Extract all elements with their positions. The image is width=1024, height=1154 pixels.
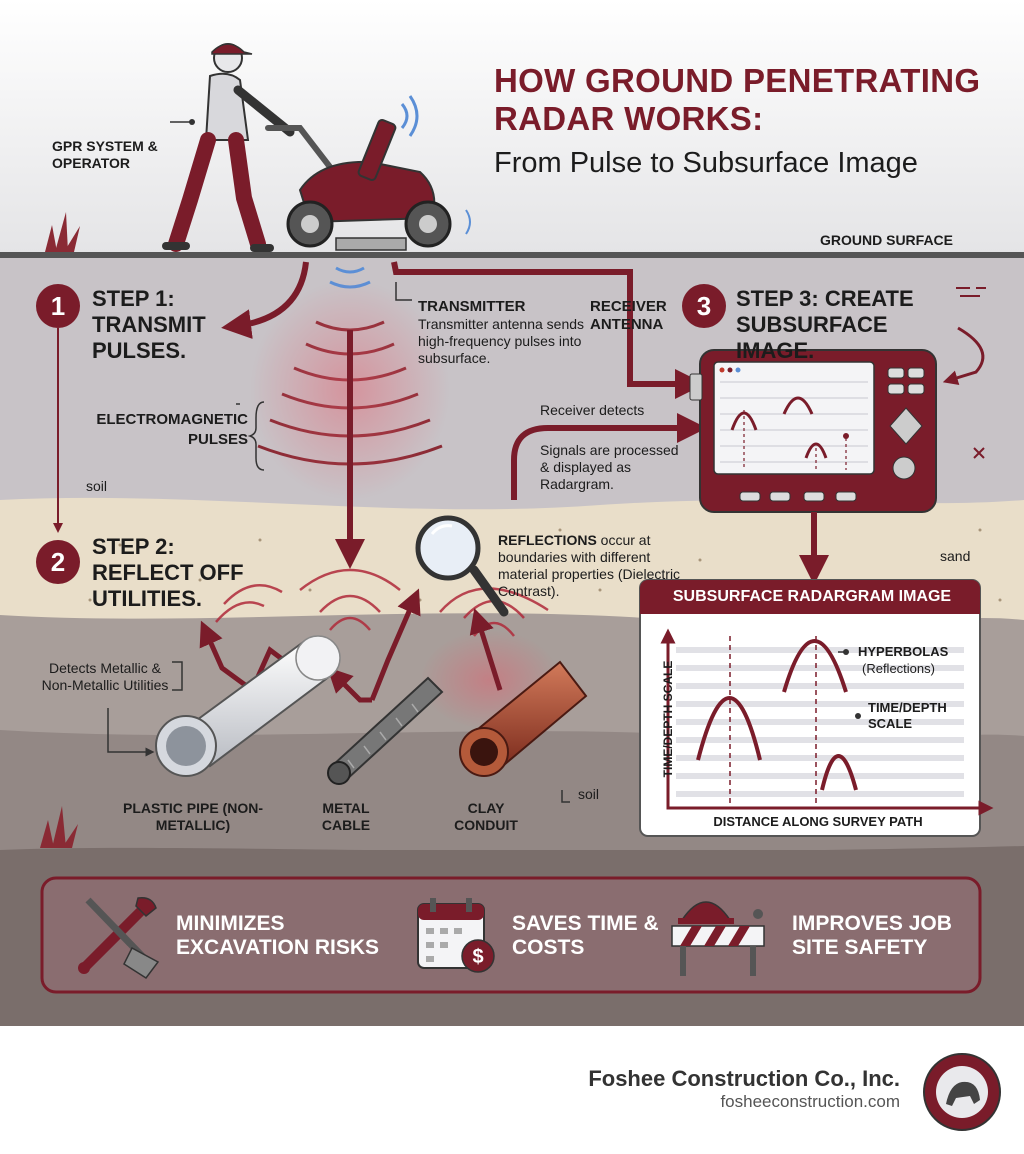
- signals-processed-label: Signals are processed & displayed as Rad…: [540, 442, 679, 492]
- operator-label: GPR SYSTEM & OPERATOR: [52, 138, 158, 171]
- ground-surface-label: GROUND SURFACE: [820, 232, 954, 248]
- step-2-label: STEP 2: REFLECT OFF UTILITIES.: [92, 534, 244, 611]
- metal-cable-label: METAL CABLE: [321, 800, 371, 833]
- plastic-pipe: [155, 635, 341, 777]
- step-1-label: STEP 1: TRANSMIT PULSES.: [92, 286, 206, 363]
- reflections-note: REFLECTIONS occur at boundaries with dif…: [498, 532, 688, 600]
- detects-utilities-label: Detects Metallic & Non-Metallic Utilitie…: [41, 660, 169, 693]
- svg-text:$: $: [472, 946, 483, 968]
- step-2-number: 2: [36, 540, 80, 584]
- radargram-title: SUBSURFACE RADARGRAM IMAGE: [672, 588, 952, 605]
- clay-conduit: [459, 660, 588, 777]
- benefit-job-site-safety: IMPROVES JOB SITE SAFETY: [792, 912, 952, 959]
- company-logo: [923, 1053, 1001, 1131]
- hyperbolas-sublabel: (Reflections): [862, 661, 935, 676]
- benefit-excavation-risks: MINIMIZES EXCAVATION RISKS: [176, 912, 380, 959]
- step-3-label: STEP 3: CREATE SUBSURFACE IMAGE.: [736, 286, 914, 363]
- receiver-detects-label: Receiver detects: [540, 402, 645, 418]
- wrench-shovel-icon: [78, 896, 160, 980]
- plastic-pipe-label: PLASTIC PIPE (NON-METALLIC): [122, 800, 263, 833]
- step-1-number: 1: [36, 284, 80, 328]
- clay-conduit-label: CLAY CONDUIT: [454, 800, 518, 833]
- gpr-cart: [265, 95, 471, 251]
- transmitter-description: Transmitter antenna sends high-frequency…: [418, 316, 585, 366]
- em-pulses-label: ELECTROMAGNETIC PULSES: [96, 411, 248, 448]
- page-title: HOW GROUND PENETRATING RADAR WORKS:: [494, 62, 981, 137]
- radargram-card: [639, 579, 994, 837]
- radargram-x-axis: DISTANCE ALONG SURVEY PATH: [713, 814, 923, 829]
- calendar-dollar-icon: $: [417, 898, 495, 973]
- metal-cable: [327, 676, 444, 785]
- operator-figure: [162, 43, 295, 252]
- step-3-number: 3: [682, 284, 726, 328]
- reflections-text: occur at boundaries with different mater…: [498, 532, 681, 599]
- company-url[interactable]: fosheeconstruction.com: [720, 1092, 900, 1111]
- transmitter-label: TRANSMITTER: [418, 298, 526, 315]
- soil-label-top: soil: [86, 478, 108, 494]
- benefit-time-costs: SAVES TIME & COSTS: [512, 912, 659, 959]
- company-name: Foshee Construction Co., Inc.: [588, 1066, 900, 1091]
- page-subtitle: From Pulse to Subsurface Image: [494, 147, 918, 179]
- hardhat-barrier-icon: [671, 901, 765, 976]
- gpr-monitor: [689, 349, 937, 513]
- soil-label-bottom: soil: [578, 786, 600, 802]
- magnifier: [415, 515, 509, 617]
- sand-label: sand: [940, 548, 971, 564]
- hyperbolas-label: HYPERBOLAS: [858, 644, 949, 659]
- reflections-keyword: REFLECTIONS: [498, 532, 597, 548]
- receiver-antenna-label: RECEIVER ANTENNA: [590, 298, 667, 333]
- radargram-y-axis: TIME/DEPTH SCALE: [661, 660, 675, 778]
- time-depth-scale-label: TIME/DEPTH SCALE: [868, 700, 947, 731]
